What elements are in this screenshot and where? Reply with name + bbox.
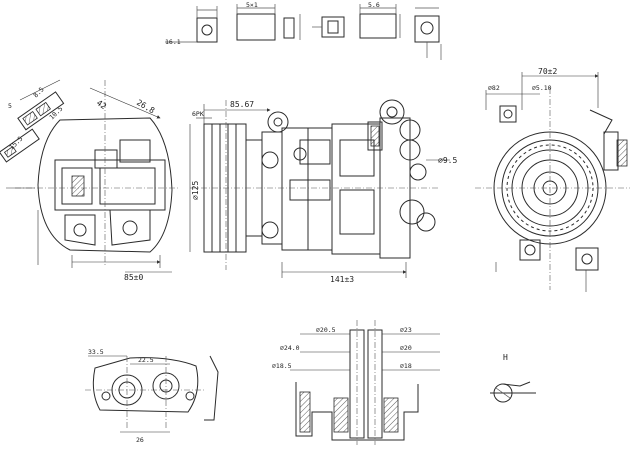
top-dim-2-label: 5.6	[368, 1, 380, 9]
side-view	[189, 99, 450, 278]
connector-detail-3	[312, 16, 345, 38]
rear-left-dim-label: ⌀82	[488, 84, 500, 92]
front-dim-4-label: 15.5	[8, 135, 25, 152]
front-dim-3-label: 10.5	[48, 105, 65, 122]
front-dim-2-label: 8.5	[32, 85, 46, 99]
section-dim-1-label: ⌀20.5	[316, 326, 336, 334]
top-dim-1-label: 5×1	[246, 1, 258, 9]
section-dim-6-label: ⌀18	[400, 362, 412, 370]
front-bottom-dim-label: 85±0	[124, 273, 143, 282]
section-dim-2-label: ⌀24.0	[280, 344, 300, 352]
side-bolt-label: ⌀9.5	[438, 156, 457, 165]
rear-view	[475, 72, 630, 292]
port-b-dim-label: 22.5	[138, 356, 154, 364]
front-dim-1-label: 26.8	[135, 98, 156, 116]
section-dim-3-label: ⌀18.5	[272, 362, 292, 370]
section-dim-5-label: ⌀20	[400, 344, 412, 352]
section-detail-view	[290, 320, 440, 445]
detail-h-label: H	[503, 353, 508, 362]
rear-top-dim-label: 70±2	[538, 67, 557, 76]
connector-detail-4	[359, 4, 401, 39]
front-view	[0, 79, 180, 273]
side-pulley-label: 6PK	[192, 110, 204, 118]
connector-detail-group: 16.1 5×1 5.6	[165, 1, 442, 60]
connector-detail-1	[165, 6, 218, 43]
port-detail-view	[85, 355, 219, 433]
section-dim-4-label: ⌀23	[400, 326, 412, 334]
front-connector	[17, 91, 65, 131]
top-left-dim-label: 16.1	[165, 38, 181, 46]
connector-detail-2	[236, 4, 301, 41]
side-diameter-label: ⌀125	[191, 181, 200, 200]
detail-h-view	[490, 381, 536, 403]
side-bottom-dim-label: 141±3	[330, 275, 354, 284]
front-angle-label: 42	[95, 98, 108, 111]
front-left-dim-label: 5	[8, 102, 12, 110]
side-top-dim-label: 85.67	[230, 100, 254, 109]
rear-sub-dim-label: ⌀5.10	[532, 84, 552, 92]
connector-detail-5	[414, 7, 442, 60]
port-c-dim-label: 26	[136, 436, 144, 444]
port-a-dim-label: 33.5	[88, 348, 104, 356]
